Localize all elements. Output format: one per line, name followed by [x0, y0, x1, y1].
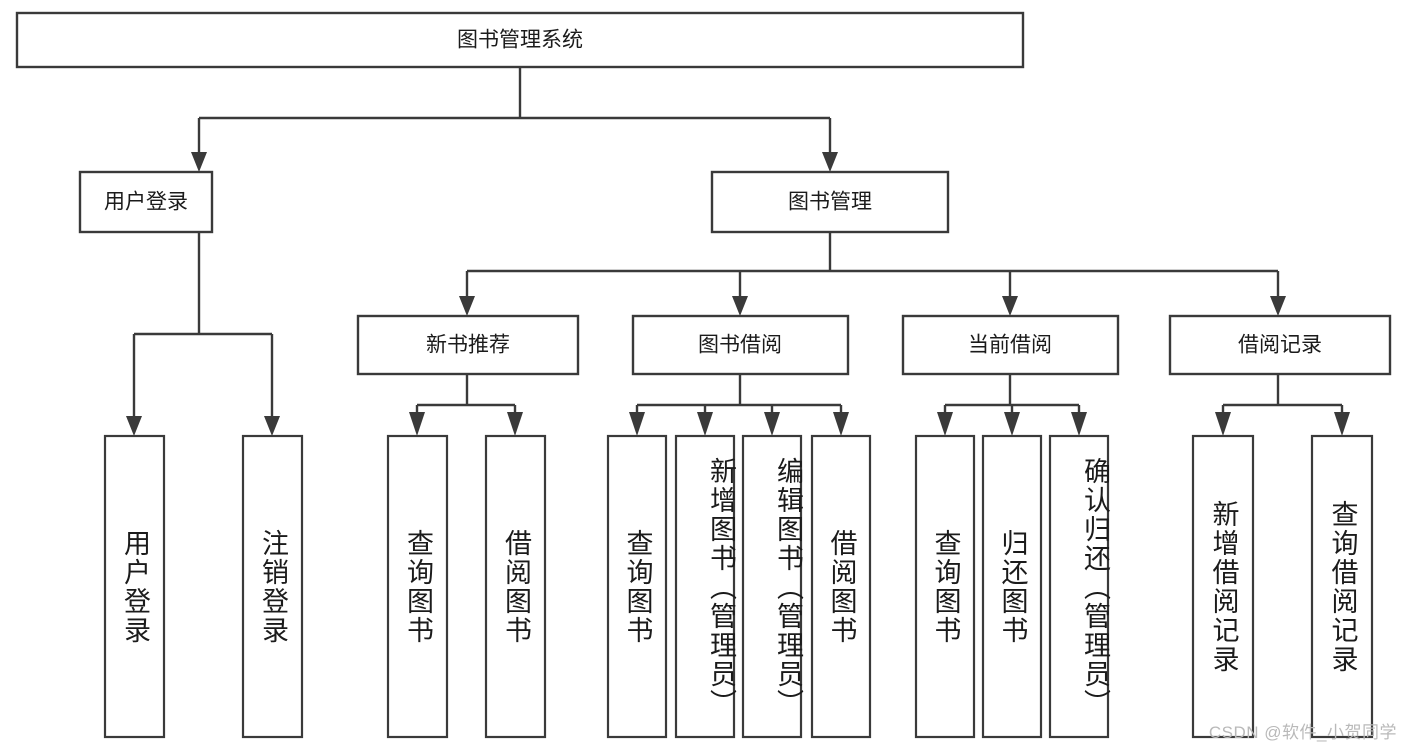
leaf-box-user-login-1[interactable]: [241, 434, 304, 739]
edge-group-current-borrow-leaves: [937, 374, 1087, 436]
node-book-borrow-box[interactable]: [631, 314, 850, 376]
leaf-label-new-book-1: 借阅图书: [501, 528, 531, 645]
edge-group-user-login-leaves: [126, 232, 280, 436]
arrow-new-book-leaf-1: [507, 412, 523, 436]
leaf-box-book-borrow-1[interactable]: [674, 434, 736, 739]
edge-group-root-to-level2: [191, 67, 838, 172]
arrow-book-borrow-leaf-3: [833, 412, 849, 436]
leaf-label-user-login-1: 注销登录: [258, 528, 288, 645]
leaf-label-borrow-record-0: 新增借阅记录: [1208, 499, 1239, 674]
leaf-box-current-borrow-1[interactable]: [981, 434, 1043, 739]
leaf-box-book-borrow-2[interactable]: [741, 434, 803, 739]
arrow-current-borrow-leaf-2: [1071, 412, 1087, 436]
leaf-label-new-book-0: 查询图书: [403, 528, 433, 645]
arrow-current-borrow-leaf-0: [937, 412, 953, 436]
leaf-box-current-borrow-0[interactable]: [914, 434, 976, 739]
leaf-label-book-borrow-1: 新增图书（管理员）: [706, 457, 736, 718]
leaf-box-new-book-0[interactable]: [386, 434, 449, 739]
leaf-label-book-borrow-0: 查询图书: [622, 528, 653, 645]
node-new-book-label: 新书推荐: [426, 334, 510, 357]
node-current-borrow-label: 当前借阅: [968, 334, 1052, 357]
arrow-to-borrow-record: [1270, 296, 1286, 316]
arrow-to-book-manage: [822, 152, 838, 172]
leaf-label-user-login-0: 用户登录: [120, 528, 150, 645]
leaf-label-current-borrow-1: 归还图书: [997, 528, 1028, 645]
node-book-borrow-label: 图书借阅: [698, 334, 782, 357]
arrow-current-borrow-leaf-1: [1004, 412, 1020, 436]
node-book-manage-label: 图书管理: [788, 191, 872, 214]
arrow-book-borrow-leaf-0: [629, 412, 645, 436]
arrow-to-current-borrow: [1002, 296, 1018, 316]
node-borrow-record-label: 借阅记录: [1238, 334, 1322, 357]
edge-group-new-book-leaves: [409, 374, 523, 436]
node-current-borrow-box[interactable]: [901, 314, 1120, 376]
edge-group-book-manage-to-level3: [459, 232, 1286, 316]
edge-group-borrow-record-leaves: [1215, 374, 1350, 436]
leaf-label-borrow-record-1: 查询借阅记录: [1327, 499, 1358, 674]
node-user-login-label: 用户登录: [104, 191, 188, 214]
arrow-new-book-leaf-0: [409, 412, 425, 436]
arrow-to-user-login: [191, 152, 207, 172]
node-borrow-record-box[interactable]: [1168, 314, 1392, 376]
node-root-label: 图书管理系统: [457, 29, 583, 52]
leaf-box-book-borrow-0[interactable]: [606, 434, 668, 739]
leaf-label-current-borrow-2: 确认归还（管理员）: [1080, 457, 1110, 718]
node-new-book-box[interactable]: [356, 314, 580, 376]
arrow-user-login-leaf-1: [264, 416, 280, 436]
arrow-user-login-leaf-0: [126, 416, 142, 436]
leaf-box-user-login-0[interactable]: [103, 434, 166, 739]
arrow-borrow-record-leaf-0: [1215, 412, 1231, 436]
arrow-to-new-book: [459, 296, 475, 316]
watermark-text: CSDN @软件_小贺同学: [1208, 723, 1397, 742]
node-root-box[interactable]: [15, 11, 1025, 69]
node-book-manage-box[interactable]: [710, 170, 950, 234]
edge-group-book-borrow-leaves: [629, 374, 849, 436]
arrow-borrow-record-leaf-1: [1334, 412, 1350, 436]
leaf-label-book-borrow-2: 编辑图书（管理员）: [773, 457, 803, 718]
arrow-book-borrow-leaf-2: [764, 412, 780, 436]
leaf-box-book-borrow-3[interactable]: [810, 434, 872, 739]
leaf-box-borrow-record-0[interactable]: [1191, 434, 1255, 739]
leaf-box-borrow-record-1[interactable]: [1310, 434, 1374, 739]
leaf-label-current-borrow-0: 查询图书: [930, 528, 961, 645]
leaf-box-new-book-1[interactable]: [484, 434, 547, 739]
arrow-to-book-borrow: [732, 296, 748, 316]
leaf-label-book-borrow-3: 借阅图书: [826, 528, 857, 645]
leaf-box-current-borrow-2[interactable]: [1048, 434, 1110, 739]
arrow-book-borrow-leaf-1: [697, 412, 713, 436]
node-user-login-box[interactable]: [78, 170, 214, 234]
